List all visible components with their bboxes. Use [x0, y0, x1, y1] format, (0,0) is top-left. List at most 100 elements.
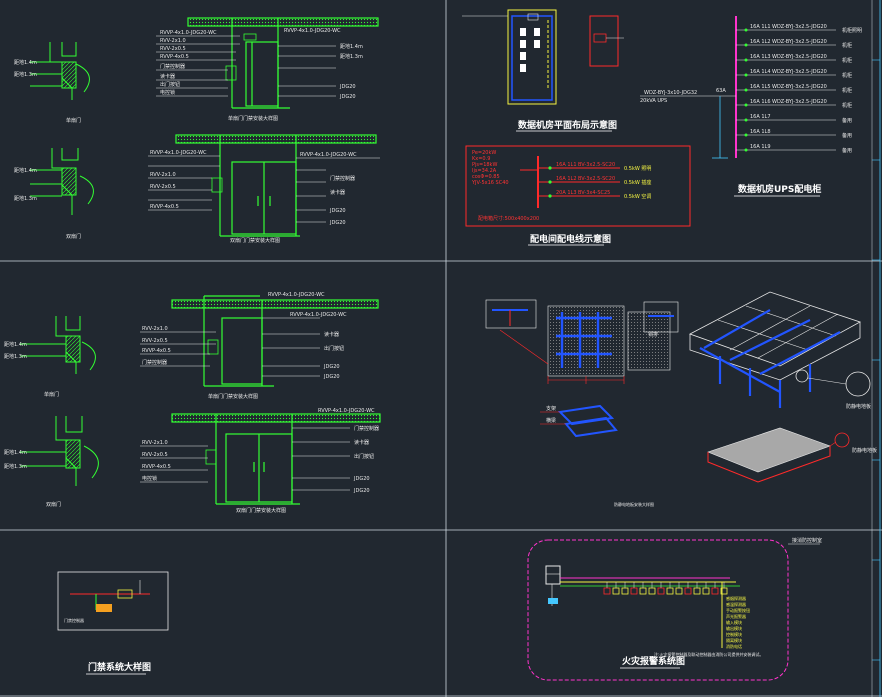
- ups-circuit-cable: WDZ-BYJ-3x2.5-JDG20: [772, 84, 827, 90]
- title-distribution: 配电间配电线示意图: [530, 233, 611, 245]
- title-door-access: 门禁系统大样图: [88, 661, 151, 673]
- server-racks: [520, 28, 540, 72]
- floor-caption: 防静电地板安装大样图: [614, 501, 654, 507]
- ups-input-breaker: 63A: [716, 88, 726, 94]
- fire-device-icon: [621, 587, 629, 595]
- ups-circuit-breaker-icon: [744, 58, 748, 62]
- ml-caption-wall: 单扇门: [44, 391, 59, 398]
- dist-out-0-breaker: 16A 1L1: [556, 162, 577, 168]
- ups-circuit-breaker-icon: [744, 133, 748, 137]
- note-wall-1: 距地1.4m: [14, 59, 37, 66]
- ml-note-dd-r3: 出门按钮: [354, 453, 374, 460]
- ups-circuit-breaker: 16A 1L7: [750, 114, 771, 120]
- ups-circuit-cable: WDZ-BYJ-3x2.5-JDG20: [772, 99, 827, 105]
- ml-note-dd-top: RVVP-4x1.0-JDG20-WC: [318, 408, 375, 414]
- pedestal-detail: [540, 404, 618, 438]
- note-dd-2: RVV-2x1.0: [150, 172, 176, 178]
- note-dd-r2: 门禁控制器: [330, 175, 355, 182]
- fire-legend-item: 手动报警按钮: [726, 607, 750, 613]
- ups-circuit-breaker: 16A 1L4: [750, 69, 771, 75]
- door-elevation-double: [175, 134, 377, 237]
- fire-alarm-system: 感烟探测器感温探测器手动报警按钮声光报警器输入模块输出模块控制模块隔离模块消防电…: [527, 537, 822, 681]
- note-right-1: 距地1.4m: [340, 43, 363, 50]
- note-right-3: JDG20: [339, 84, 356, 90]
- caption-single-door: 单扇门门禁安装大样图: [228, 115, 278, 122]
- ml-note-2: RVV-2x0.5: [142, 338, 168, 344]
- dist-out-1-load: 0.5kW 插座: [624, 179, 651, 186]
- dist-out-1-cable: BV-3x2.5-SC20: [578, 176, 615, 182]
- note-wire-3: RVV-2x0.5: [160, 46, 186, 52]
- ups-circuit-breaker-icon: [744, 118, 748, 122]
- ml-caption-single: 单扇门门禁安装大样图: [208, 393, 258, 400]
- fire-device-icon: [657, 587, 665, 595]
- distribution-breakers: [548, 166, 552, 198]
- note-dd-4: RVVP-4x0.5: [150, 204, 179, 210]
- ml-note-1: RVV-2x1.0: [142, 326, 168, 332]
- machine-room-plan: 数据机房平面布局示意图: [462, 9, 624, 132]
- ups-label: 20kVA UPS: [640, 98, 667, 104]
- fire-device-icon: [666, 587, 674, 595]
- ml-note-r4: JDG20: [323, 364, 340, 370]
- ups-circuit-breaker-icon: [744, 28, 748, 32]
- fire-top-tag: 接消防控制室: [792, 537, 822, 544]
- fire-legend-item: 控制模块: [726, 631, 742, 637]
- dist-out-2-breaker: 20A 1L3: [556, 190, 577, 196]
- ups-circuit-breaker-icon: [744, 73, 748, 77]
- note-wire-1: RVVP-4x1.0-JDG20-WC: [160, 30, 217, 36]
- dist-param-2: Pjs=18kW: [472, 162, 497, 168]
- floor-grid-blue: [556, 312, 612, 368]
- note-wall-3: 距地1.4m: [14, 167, 37, 174]
- das-note: 门禁控制器: [64, 617, 84, 623]
- dist-param-3: Ijs=34.2A: [472, 168, 497, 174]
- floor-callout-1: 支架: [546, 405, 556, 412]
- fire-device-icon: [702, 587, 710, 595]
- note-conduit-top: RVVP-4x1.0-JDG20-WC: [284, 28, 341, 34]
- note-button: 出门按钮: [160, 81, 180, 88]
- ml-note-dd-4: 电控锁: [142, 475, 157, 482]
- ml-note-r3: 出门按钮: [324, 345, 344, 352]
- title-ups: 数据机房UPS配电柜: [738, 183, 821, 195]
- fire-legend-item: 感烟探测器: [726, 595, 746, 601]
- ups-cabinet-diagram: WDZ-BYJ-3x10-JDG32 20kVA UPS 63A 16A 1L1…: [640, 16, 862, 197]
- ml-wall-note-3: 距地1.4m: [4, 449, 27, 456]
- caption-double-door: 双扇门门禁安装大样图: [230, 237, 280, 244]
- door-access-system: 门禁控制器 门禁系统大样图: [57, 571, 169, 675]
- ml-note-r1: RVVP-4x1.0-JDG20-WC: [290, 312, 347, 318]
- ups-circuit-cable: WDZ-BYJ-3x2.5-JDG20: [772, 39, 827, 45]
- note-dd-3: RVV-2x0.5: [150, 184, 176, 190]
- right-border-ticks: [872, 59, 880, 661]
- wall-section-2: [30, 148, 94, 215]
- note-wire-4: RVVP-4x0.5: [160, 54, 189, 60]
- dist-footnote: 配电箱尺寸:500x400x200: [478, 215, 539, 222]
- distribution-box-diagram: Pe=20kW Kx=0.9 Pjs=18kW Ijs=34.2A cosΦ=0…: [465, 145, 691, 246]
- ups-circuit-breaker-icon: [744, 43, 748, 47]
- door-detail-midleft: RVVP-4x1.0-JDG20-WC RVV-2x1.0 RVV-2x0.5 …: [4, 292, 381, 514]
- ups-circuit-cable: WDZ-BYJ-3x2.5-JDG20: [772, 24, 827, 30]
- ml-note-top: RVVP-4x1.0-JDG20-WC: [268, 292, 325, 298]
- ml-note-dd-1: RVV-2x1.0: [142, 440, 168, 446]
- dist-param-0: Pe=20kW: [472, 150, 496, 156]
- ml-note-dd-r4: JDG20: [353, 476, 370, 482]
- fire-legend-item: 声光报警器: [726, 613, 746, 619]
- door-elevation-double-2: [171, 413, 381, 505]
- note-controller: 门禁控制器: [160, 63, 185, 70]
- fire-device-icon: [612, 587, 620, 595]
- ups-circuit-use: 机柜: [842, 72, 852, 79]
- ups-circuit-breaker: 16A 1L8: [750, 129, 771, 135]
- dist-param-4: cosΦ=0.85: [472, 174, 500, 180]
- note-dd-r3: 读卡器: [330, 189, 345, 196]
- fire-device-icon: [648, 587, 656, 595]
- ups-circuit-use: 备用: [842, 147, 852, 154]
- note-dd-r4: JDG20: [329, 208, 346, 214]
- ml-wall-note-2: 距地1.3m: [4, 353, 27, 360]
- note-right-2: 距地1.3m: [340, 53, 363, 60]
- ups-circuit-use: 机柜: [842, 102, 852, 109]
- wall-section-3: [20, 316, 96, 374]
- door-elevation-single-2: [171, 295, 379, 387]
- floor-callout-3: 铜排: [648, 331, 658, 338]
- fire-legend-item: 消防电话: [726, 643, 742, 649]
- ml-note-dd-3: RVVP-4x0.5: [142, 464, 171, 470]
- note-dd-r1: RVVP-4x1.0-JDG20-WC: [300, 152, 357, 158]
- floor-callout-2: 横梁: [546, 417, 556, 424]
